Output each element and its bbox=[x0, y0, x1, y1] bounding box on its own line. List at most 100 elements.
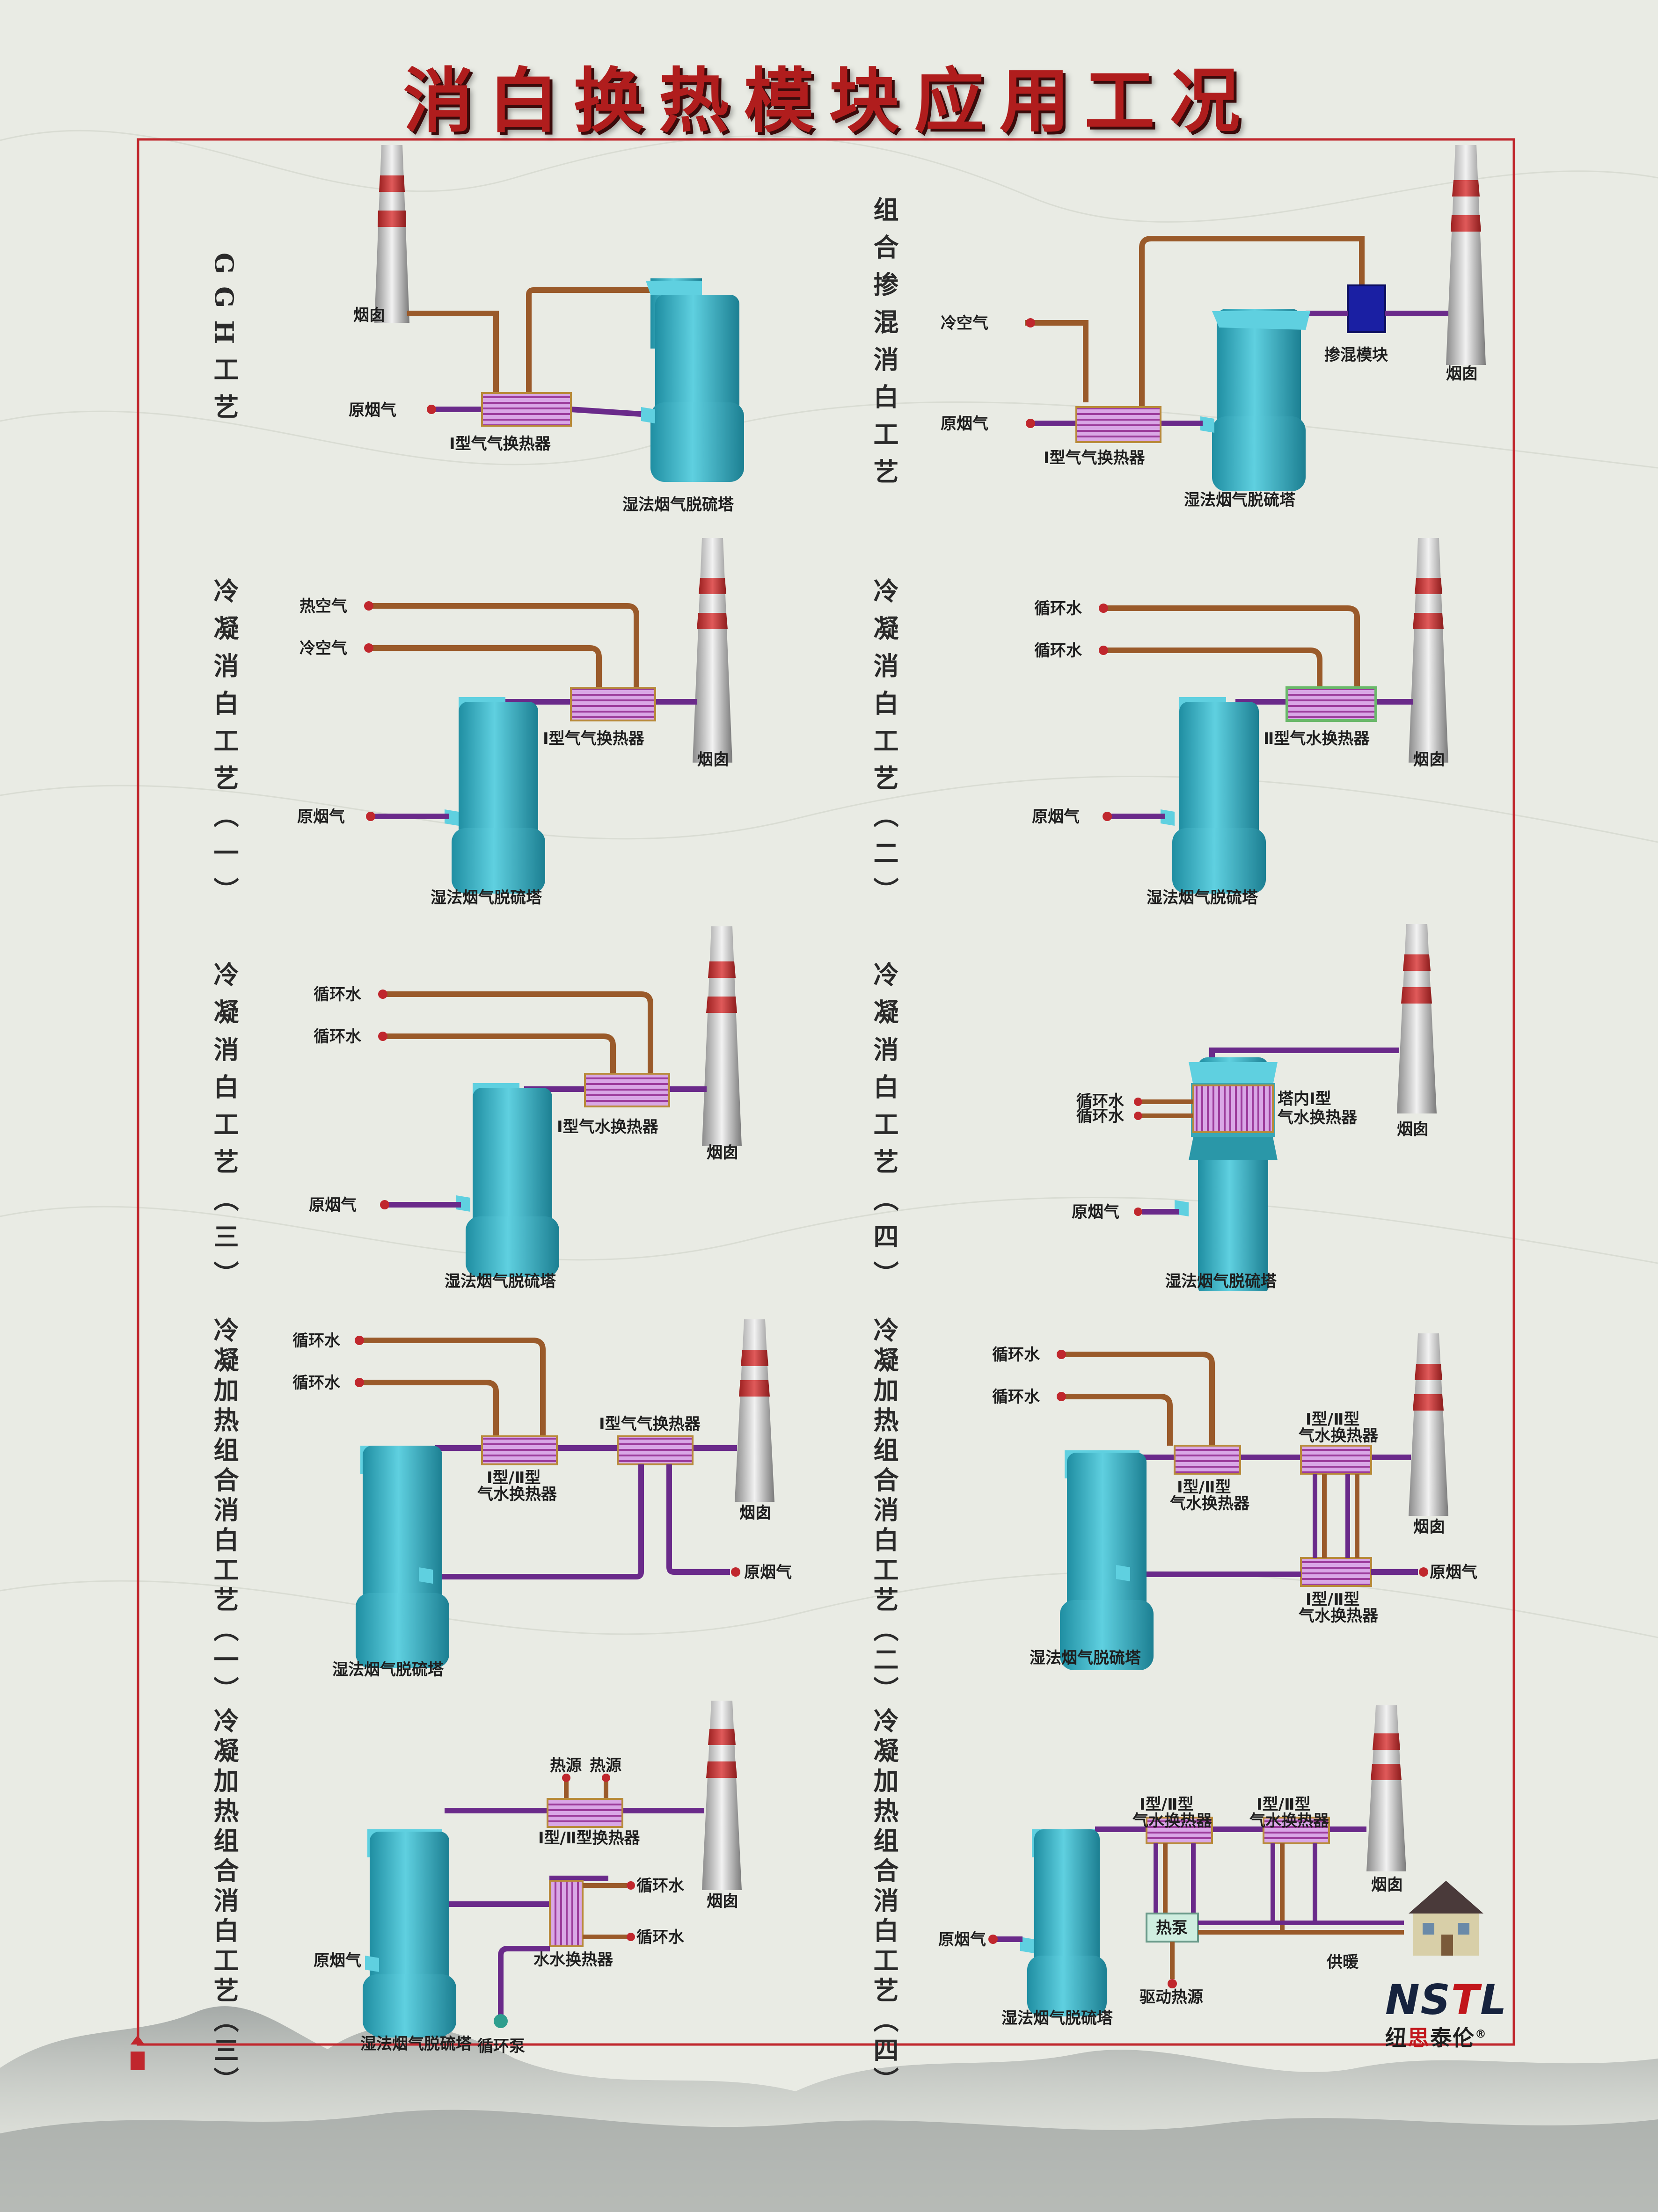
water-label-b: 循环水 bbox=[1076, 1107, 1125, 1126]
section-title-cond1: 冷凝消白工艺（一） bbox=[209, 578, 239, 915]
chimney bbox=[1409, 1333, 1448, 1516]
gas-water-exchanger-3 bbox=[1300, 1557, 1372, 1587]
diagram-ch3: 热源 热源 Ⅰ型/Ⅱ型换热器 水水换热器 循环水 循环水 烟囱 原烟气 湿法烟气… bbox=[314, 1701, 742, 2056]
diagram-ch2: 循环水 循环水 Ⅰ型/Ⅱ型 气水换热器 Ⅰ型/Ⅱ型 气水换热器 Ⅰ型/Ⅱ型 气水… bbox=[992, 1333, 1477, 1670]
chimney bbox=[374, 145, 409, 323]
section-title-cond4: 冷凝消白工艺（四） bbox=[869, 961, 899, 1298]
chimney-label: 烟囱 bbox=[353, 306, 385, 325]
chimney-label: 烟囱 bbox=[1371, 1876, 1403, 1894]
raw-gas-label: 原烟气 bbox=[349, 401, 396, 420]
chimney bbox=[1397, 924, 1437, 1113]
chimney-label: 烟囱 bbox=[707, 1892, 738, 1911]
desulfurization-tower bbox=[363, 1829, 456, 2037]
water-label-a: 循环水 bbox=[636, 1877, 685, 1895]
exchanger-label: Ⅰ型气气换热器 bbox=[1044, 449, 1146, 467]
exchanger-label-2: 气水换热器 bbox=[1277, 1108, 1358, 1127]
gas-water-exchanger-1 bbox=[1146, 1817, 1213, 1844]
chimney-label: 烟囱 bbox=[1446, 364, 1478, 383]
water-label-b: 循环水 bbox=[314, 1027, 362, 1046]
chimney bbox=[702, 1701, 742, 1890]
raw-gas-label: 原烟气 bbox=[314, 1951, 361, 1970]
chimney bbox=[735, 1319, 774, 1502]
exchanger-3-label-line2: 气水换热器 bbox=[1298, 1607, 1379, 1625]
chimney-label: 烟囱 bbox=[697, 750, 729, 769]
chimney-label: 烟囱 bbox=[1397, 1120, 1429, 1139]
raw-gas-label: 原烟气 bbox=[309, 1196, 357, 1215]
logo-mark-ns: NS bbox=[1385, 1976, 1452, 2024]
gas-water-exchanger-2 bbox=[1263, 1817, 1330, 1844]
section-title-cond3: 冷凝消白工艺（三） bbox=[209, 961, 239, 1298]
brand-logo: NSTL 纽思泰伦® bbox=[1385, 1979, 1535, 2051]
section-title-ch3: 冷凝加热组合消白工艺（三） bbox=[209, 1708, 239, 2097]
water-label-a: 循环水 bbox=[1076, 1092, 1125, 1111]
exchanger-1-label-line2: 气水换热器 bbox=[1169, 1494, 1250, 1513]
gas-water-exchanger-1 bbox=[1174, 1445, 1241, 1475]
exchanger-2-label-line2: 气水换热器 bbox=[1249, 1812, 1329, 1830]
desulfurization-tower bbox=[456, 1083, 559, 1277]
chimney-label: 烟囱 bbox=[739, 1504, 771, 1522]
exchanger-2-label-line1: Ⅰ型/Ⅱ型 bbox=[1306, 1410, 1359, 1429]
exchanger-2-label-line1: Ⅰ型/Ⅱ型 bbox=[1256, 1795, 1310, 1814]
desulfurization-tower bbox=[1020, 1829, 1107, 2016]
tower-label: 湿法烟气脱硫塔 bbox=[431, 888, 542, 907]
diagram-cond2: 循环水 循环水 Ⅱ型气水换热器 烟囱 原烟气 湿法烟气脱硫塔 bbox=[1032, 538, 1448, 907]
section-title-combo-mix: 组合掺混消白工艺 bbox=[869, 196, 899, 496]
desulfurization-tower bbox=[1200, 309, 1310, 491]
diagram-ch4: Ⅰ型/Ⅱ型 气水换热器 Ⅰ型/Ⅱ型 气水换热器 烟囱 原烟气 热泵 供暖 驱动热… bbox=[938, 1705, 1483, 2028]
tower-label: 湿法烟气脱硫塔 bbox=[622, 495, 734, 514]
logo-registered-mark: ® bbox=[1475, 2027, 1487, 2041]
chimney-label: 烟囱 bbox=[707, 1143, 738, 1162]
water-water-exchanger bbox=[549, 1880, 584, 1947]
exchanger-label: Ⅱ型气水换热器 bbox=[1264, 729, 1370, 748]
raw-gas-label: 原烟气 bbox=[1072, 1203, 1119, 1222]
section-title-ch4: 冷凝加热组合消白工艺（四） bbox=[869, 1708, 899, 2097]
water-label-a: 循环水 bbox=[992, 1346, 1040, 1364]
exchanger-3-label-line1: Ⅰ型/Ⅱ型 bbox=[1306, 1590, 1359, 1609]
diagram-cond1: 热空气 冷空气 Ⅰ型气气换热器 烟囱 原烟气 湿法烟气脱硫塔 bbox=[297, 538, 732, 907]
drive-heat-label: 驱动热源 bbox=[1139, 1988, 1203, 2007]
section-title-ch2: 冷凝加热组合消白工艺（二） bbox=[869, 1317, 899, 1706]
diagram-cond4: 循环水 循环水 塔内Ⅰ型 气水换热器 烟囱 原烟气 湿法烟气脱硫塔 bbox=[1072, 924, 1437, 1291]
logo-mark-l: L bbox=[1480, 1976, 1508, 2024]
heat-pump-label: 热泵 bbox=[1156, 1919, 1188, 1937]
raw-gas-label: 原烟气 bbox=[744, 1563, 792, 1582]
water-label-a: 循环水 bbox=[292, 1332, 341, 1350]
exchanger-1-label-line1: Ⅰ型/Ⅱ型 bbox=[487, 1469, 540, 1487]
tower-label: 湿法烟气脱硫塔 bbox=[1165, 1272, 1277, 1291]
diagram-ggh: 烟囱 原烟气 Ⅰ型气气换热器 湿法烟气脱硫塔 bbox=[349, 145, 744, 514]
logo-mark: NSTL bbox=[1385, 1979, 1535, 2021]
exchanger-1-label: Ⅰ型/Ⅱ型换热器 bbox=[538, 1829, 640, 1848]
exchanger-1-label-line1: Ⅰ型/Ⅱ型 bbox=[1139, 1795, 1193, 1814]
desulfurization-tower bbox=[1060, 1450, 1154, 1670]
heating-label: 供暖 bbox=[1326, 1953, 1359, 1972]
page-title: 消白换热模块应用工况 bbox=[403, 61, 1255, 142]
raw-gas-label: 原烟气 bbox=[1032, 808, 1080, 826]
exchanger-label: Ⅰ型气气换热器 bbox=[449, 435, 551, 453]
water-label-b: 循环水 bbox=[992, 1388, 1040, 1406]
pump-label: 循环泵 bbox=[477, 2037, 525, 2056]
tower-label: 湿法烟气脱硫塔 bbox=[1030, 1649, 1141, 1667]
exchanger-1-label-line2: 气水换热器 bbox=[1132, 1812, 1212, 1830]
logo-cn-1: 纽 bbox=[1385, 2025, 1408, 2051]
water-label-b: 循环水 bbox=[636, 1928, 685, 1947]
chimney bbox=[1366, 1705, 1406, 1871]
gas-water-exchanger bbox=[481, 1435, 558, 1465]
flue-pipe bbox=[526, 287, 650, 393]
raw-gas-pipe bbox=[570, 407, 642, 417]
flue-pipe bbox=[407, 311, 499, 393]
exchanger-2-label-line2: 气水换热器 bbox=[1298, 1426, 1379, 1445]
chimney-label: 烟囱 bbox=[1413, 1518, 1445, 1536]
desulfurization-tower bbox=[641, 278, 744, 482]
frame-border bbox=[137, 138, 1515, 2046]
inner-exchanger bbox=[1192, 1084, 1274, 1133]
section-title-cond2: 冷凝消白工艺（二） bbox=[869, 578, 899, 915]
gas-gas-exchanger bbox=[570, 687, 656, 721]
chimney bbox=[1446, 145, 1486, 365]
tower-label: 湿法烟气脱硫塔 bbox=[1184, 491, 1296, 509]
logo-cn-3: 泰伦 bbox=[1430, 2025, 1475, 2051]
raw-gas-label: 原烟气 bbox=[938, 1930, 986, 1949]
circulation-pump bbox=[494, 2014, 508, 2028]
tower-with-inner-exchanger bbox=[1175, 1057, 1278, 1291]
home-marker-icon bbox=[131, 2035, 145, 2070]
